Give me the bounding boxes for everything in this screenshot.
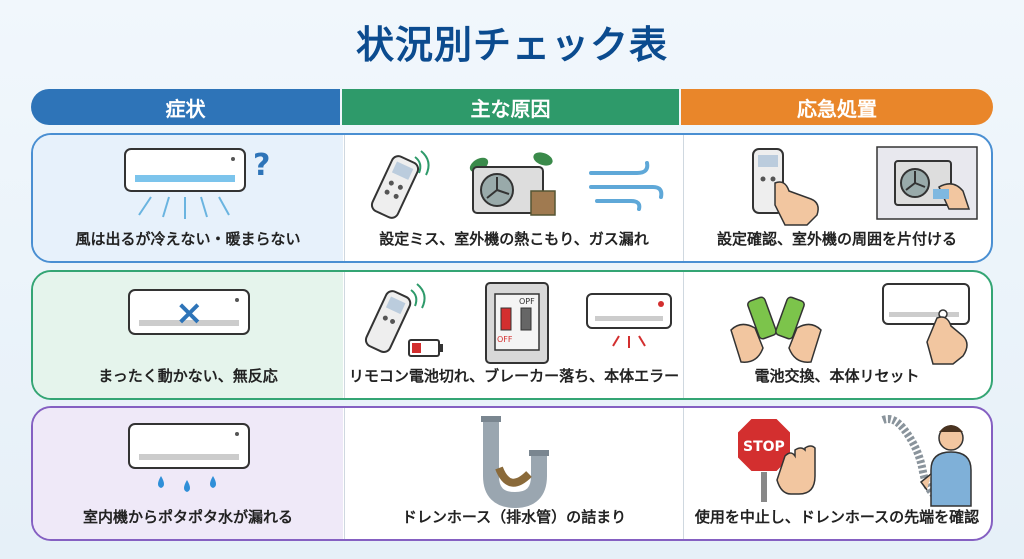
header-cause: 主な原因 — [342, 89, 679, 125]
svg-text:×: × — [175, 293, 204, 333]
ac-unit-cold-air-icon: ? — [124, 148, 270, 219]
cause-cell: ドレンホース（排水管）の詰まり — [344, 408, 684, 539]
remote-low-battery-icon — [364, 283, 443, 357]
table-row: ? 風は出るが冷えない・暖まらない — [31, 133, 993, 263]
symptom-label: まったく動かない、無反応 — [98, 367, 278, 385]
action-cell: 電池交換、本体リセット — [683, 272, 991, 398]
wind-icon — [589, 161, 664, 211]
svg-text:?: ? — [253, 148, 270, 183]
ac-error-icon — [586, 293, 672, 348]
action-cell: 設定確認、室外機の周囲を片付ける — [683, 135, 991, 261]
svg-text:OPF: OPF — [519, 297, 535, 306]
cause-label: 設定ミス、室外機の熱こもり、ガス漏れ — [379, 230, 649, 248]
svg-text:OFF: OFF — [497, 335, 513, 344]
page-title: 状況別チェック表 — [355, 23, 668, 67]
cause-label: ドレンホース（排水管）の詰まり — [401, 508, 627, 526]
clean-outdoor-unit-icon — [876, 146, 978, 220]
symptom-label: 風は出るが冷えない・暖まらない — [75, 230, 301, 248]
ac-water-leak-icon — [128, 423, 250, 492]
header-symptom: 症状 — [31, 89, 340, 125]
breaker-icon: OPF OFF — [485, 282, 549, 364]
ac-unit-not-working-icon: × — [128, 289, 250, 335]
person-checking-hose-icon — [881, 415, 972, 507]
symptom-cell: ? 風は出るが冷えない・暖まらない — [33, 135, 343, 261]
table-row: × まったく動かない、無反応 O — [31, 270, 993, 400]
table-row: 室内機からポタポタ水が漏れる ドレンホース（排水管）の詰まり STOP — [31, 406, 993, 541]
action-cell: STOP 使用を中止し、ドレンホースの先端を確認 — [683, 408, 991, 539]
drain-pipe-icon — [481, 416, 549, 508]
action-label: 設定確認、室外機の周囲を片付ける — [716, 230, 957, 248]
cause-cell: OPF OFF リモコン電池切れ、ブレーカー落ち、本体エラー — [344, 272, 684, 398]
symptom-cell: 室内機からポタポタ水が漏れる — [33, 408, 343, 539]
action-label: 電池交換、本体リセット — [754, 367, 920, 385]
remote-control-icon — [370, 150, 430, 219]
cause-cell: 設定ミス、室外機の熱こもり、ガス漏れ — [344, 135, 684, 261]
battery-swap-icon — [730, 296, 822, 363]
symptom-cell: × まったく動かない、無反応 — [33, 272, 343, 398]
action-label: 使用を中止し、ドレンホースの先端を確認 — [694, 508, 980, 526]
cause-label: リモコン電池切れ、ブレーカー落ち、本体エラー — [348, 367, 680, 385]
reset-button-press-icon — [882, 283, 970, 365]
svg-text:STOP: STOP — [743, 439, 785, 455]
remote-press-icon — [752, 148, 819, 226]
outdoor-unit-icon — [469, 152, 556, 216]
stop-sign-hand-icon: STOP — [737, 417, 816, 502]
symptom-label: 室内機からポタポタ水が漏れる — [82, 508, 293, 526]
header-action: 応急処置 — [681, 89, 993, 125]
